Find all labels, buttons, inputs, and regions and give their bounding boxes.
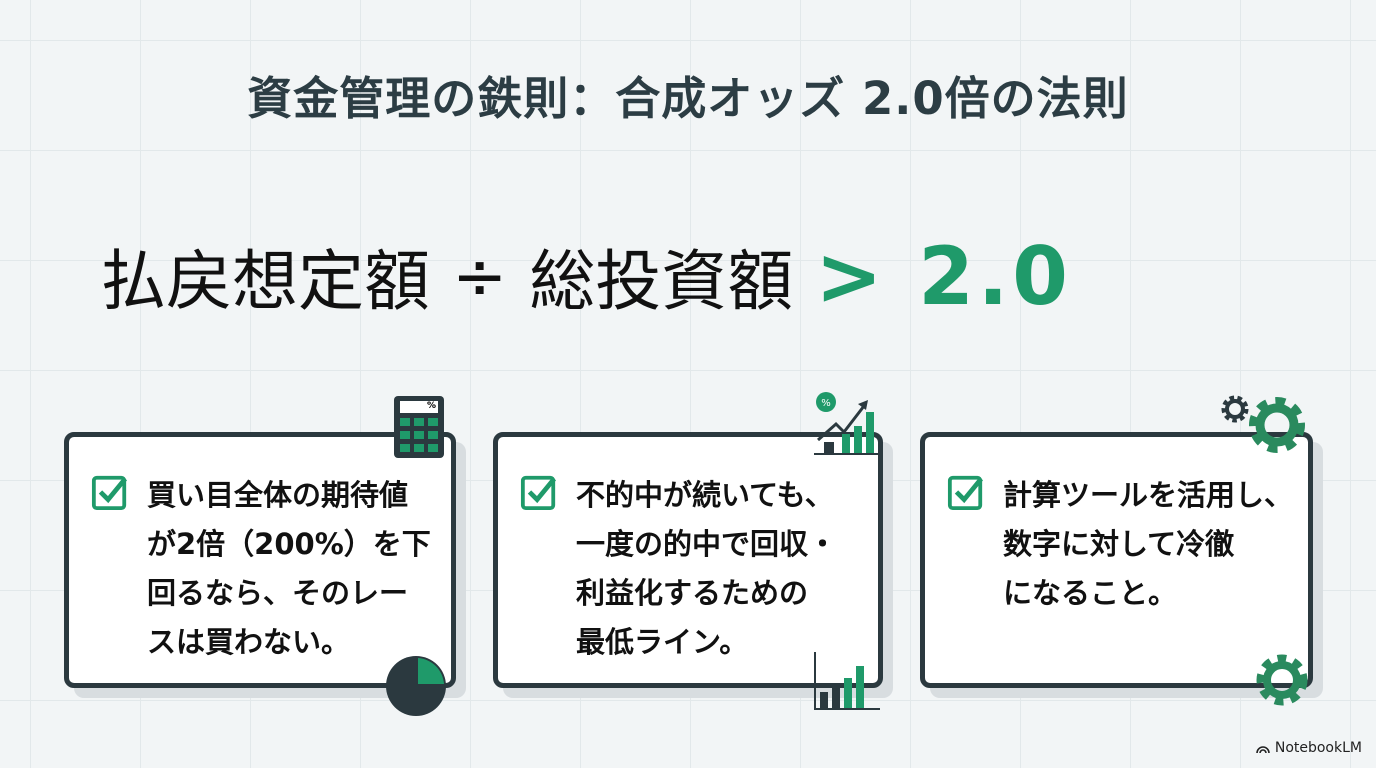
card-line: 不的中が続いても、 (576, 478, 834, 512)
checkbox-checked-icon (91, 475, 128, 511)
card-line: スは買わない。 (147, 625, 351, 659)
card-line: 数字に対して冷徹 (1003, 527, 1235, 561)
checkbox-checked-icon (520, 475, 557, 511)
card-line: が2倍（200%）を下 (147, 527, 431, 561)
formula: 払戻想定額 ÷ 総投資額 > 2.0 (100, 228, 1072, 324)
formula-operator: ÷ (452, 237, 508, 315)
card-line: 最低ライン。 (576, 625, 749, 659)
watermark-text: NotebookLM (1274, 740, 1362, 756)
calculator-display: % (400, 401, 438, 413)
small-gear-icon (1221, 395, 1249, 423)
chart-badge: % (821, 398, 831, 409)
formula-numerator: 払戻想定額 (100, 243, 430, 320)
pie-chart-icon (386, 656, 446, 716)
card-line: 回るなら、そのレー (147, 576, 409, 610)
notebooklm-watermark: NotebookLM (1256, 740, 1362, 756)
comparison-sign: > (815, 229, 887, 323)
calculator-icon: % (394, 396, 444, 458)
rule-card-1: 買い目全体の期待値 が2倍（200%）を下 回るなら、そのレー スは買わない。 (64, 432, 456, 688)
threshold-value: 2.0 (918, 229, 1072, 323)
card-line: になること。 (1003, 576, 1178, 610)
formula-result: > 2.0 (815, 230, 1072, 323)
growth-chart-icon: % (814, 392, 880, 455)
formula-denominator: 総投資額 (529, 243, 794, 320)
gear-icon (1256, 654, 1308, 706)
card-line: 計算ツールを活用し、 (1003, 478, 1294, 512)
notebooklm-logo-icon (1256, 746, 1270, 754)
rule-card-2: 不的中が続いても、 一度の的中で回収・ 利益化するための 最低ライン。 (493, 432, 883, 688)
rule-card-3: 計算ツールを活用し、 数字に対して冷徹 になること。 (920, 432, 1313, 688)
card-line: 一度の的中で回収・ (576, 527, 838, 561)
gear-icon (1249, 397, 1305, 453)
bar-chart-icon (814, 652, 880, 710)
checkbox-checked-icon (947, 475, 984, 511)
card-line: 買い目全体の期待値 (147, 478, 409, 512)
card-line: 利益化するための (576, 576, 809, 610)
page-title: 資金管理の鉄則：合成オッズ 2.0倍の法則 (247, 72, 1129, 125)
